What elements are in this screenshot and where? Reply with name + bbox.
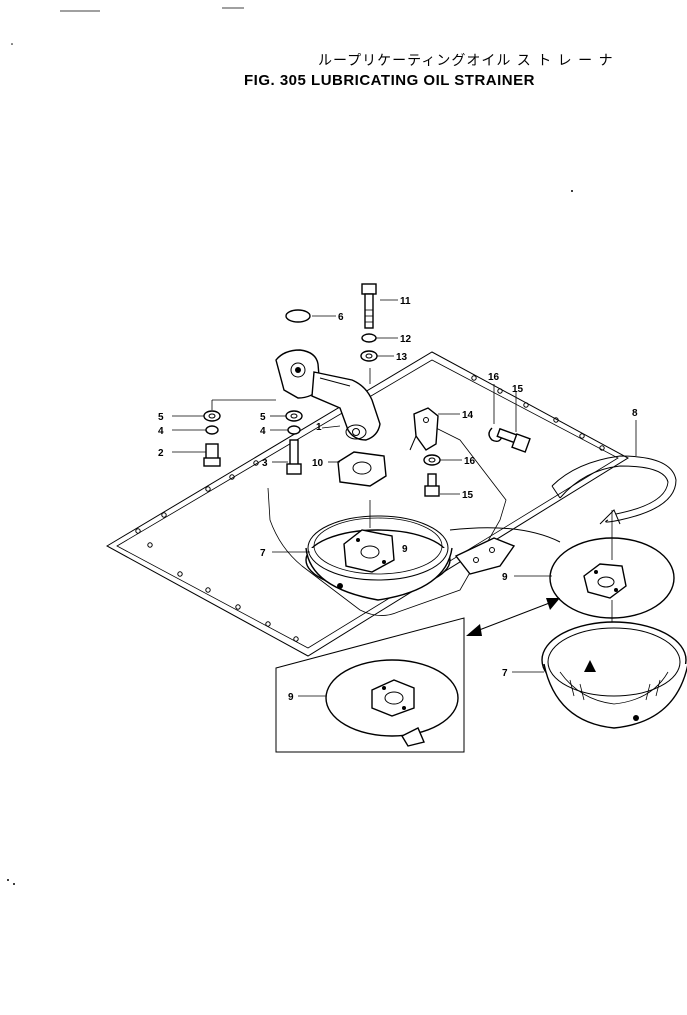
callout-3: 3 (262, 458, 268, 469)
callout-12: 12 (400, 334, 412, 345)
bolt-3 (286, 439, 302, 475)
plate-bolt-holes (135, 375, 605, 642)
callout-2: 2 (158, 448, 164, 459)
scan-marks (7, 7, 573, 885)
callout-16-lower: 16 (464, 456, 476, 467)
callout-labels: 11 12 13 6 5 4 2 5 4 3 1 10 14 16 15 16 … (158, 296, 638, 703)
leader-lines (172, 299, 637, 697)
callout-6: 6 (338, 312, 344, 323)
callout-16-upper: 16 (488, 372, 500, 383)
bracket (409, 407, 439, 451)
callout-15-upper: 15 (512, 384, 524, 395)
callout-1: 1 (316, 422, 322, 433)
double-arrow (466, 598, 560, 636)
callout-5-left: 5 (158, 412, 164, 423)
callout-5-middle: 5 (260, 412, 266, 423)
callout-4-middle: 4 (260, 426, 266, 437)
callout-10: 10 (312, 458, 324, 469)
washer-5-middle (285, 410, 303, 422)
callout-4-left: 4 (158, 426, 164, 437)
callout-15-lower: 15 (462, 490, 474, 501)
strainer-cup (541, 621, 687, 729)
bolt-2 (203, 443, 221, 467)
suction-pipe (275, 349, 381, 441)
callout-7-plate: 7 (260, 548, 266, 559)
nut-13 (360, 350, 378, 362)
callout-8: 8 (632, 408, 638, 419)
callout-11: 11 (400, 296, 411, 307)
lockwasher-16-upper (488, 427, 503, 443)
oil-pan-plate (105, 351, 629, 657)
callout-9-detail: 9 (288, 692, 294, 703)
strainer-assembly (305, 515, 561, 601)
washer-5-left (203, 410, 221, 422)
screen-element (549, 510, 675, 670)
detail-box (275, 617, 465, 753)
washer-12 (361, 333, 377, 343)
callout-7-right: 7 (502, 668, 508, 679)
lockwasher-16-lower (423, 454, 441, 466)
callout-9-right: 9 (502, 572, 508, 583)
lockwasher-4-middle (287, 425, 301, 435)
callout-9-plate: 9 (402, 544, 408, 555)
callout-14: 14 (462, 410, 474, 421)
figure-title-japanese: ループリケーティングオイル ス ト レ ー ナ (318, 53, 614, 69)
figure-title: FIG. 305 LUBRICATING OIL STRAINER (244, 72, 535, 89)
bolt-11 (361, 283, 377, 329)
bolt-15-upper (496, 427, 531, 453)
o-ring (285, 309, 311, 323)
bolt-15-lower (424, 473, 440, 497)
gasket (337, 451, 387, 487)
callout-13: 13 (396, 352, 408, 363)
lockwasher-4-left (205, 425, 219, 435)
